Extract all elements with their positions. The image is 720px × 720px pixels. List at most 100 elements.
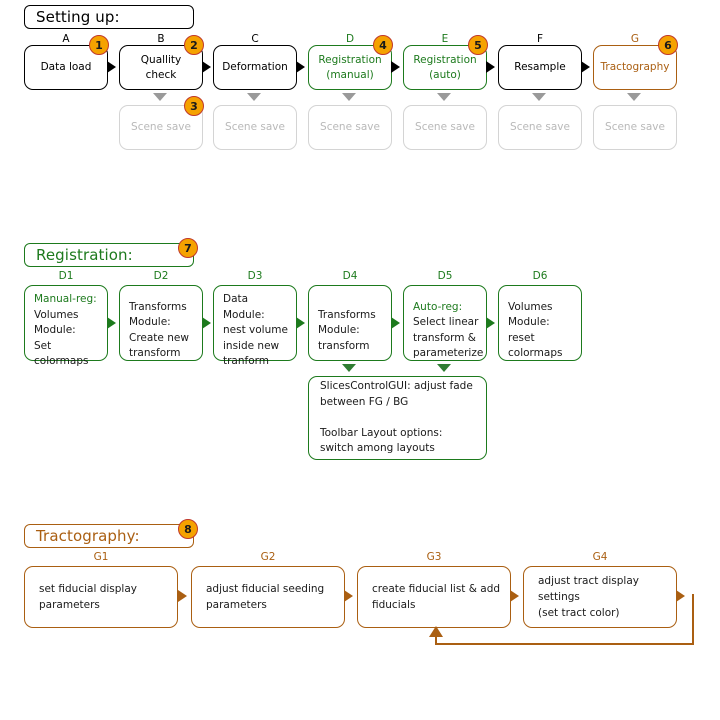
step-box-g-label: Tractography [600,61,670,73]
down-arrow-f-scene-save [532,93,546,101]
section-header-setting-up: Setting up: [24,5,194,29]
scene-save-box-d-label: Scene save [320,121,380,133]
reg-box-d2-body: Transforms Module: Create new transform [120,284,202,362]
tract-box-g3[interactable]: create fiducial list & add fiducials [357,566,511,628]
reg-box-d3[interactable]: Data Module: nest volume inside new tran… [213,285,297,367]
column-label-g: G [630,33,640,45]
scene-save-box-g[interactable]: Scene save [593,105,677,150]
connector-arrow-e-f [486,61,495,73]
down-arrow-d-scene-save [342,93,356,101]
badge-3[interactable]: 3 [184,96,204,116]
column-label-g3: G3 [426,551,442,563]
tract-box-g4[interactable]: adjust tract display settings (set tract… [523,566,677,628]
reg-box-d2-label: Transforms Module: Create new transform [129,300,189,360]
connector-arrow-c-d [296,61,305,73]
connector-arrow-g1-g2 [178,590,187,602]
down-arrow-e-scene-save [437,93,451,101]
connector-arrow-g3-g4 [510,590,519,602]
tract-box-g3-label: create fiducial list & add fiducials [372,583,501,611]
scene-save-box-f[interactable]: Scene save [498,105,582,150]
column-label-d4: D4 [342,270,358,282]
down-arrow-g-scene-save [627,93,641,101]
down-arrow-d5-note [437,364,451,372]
connector-arrow-b-c [202,61,211,73]
step-box-b-label: Quallity check [140,53,182,81]
scene-save-box-f-label: Scene save [510,121,570,133]
column-label-a: A [62,33,70,45]
column-label-d5: D5 [437,270,453,282]
step-box-d[interactable]: Registration (manual) [308,45,392,90]
scene-save-box-c[interactable]: Scene save [213,105,297,150]
tract-box-g2[interactable]: adjust fiducial seeding parameters [191,566,345,628]
badge-4[interactable]: 4 [373,35,393,55]
reg-box-d6-body: Volumes Module: reset colormaps [499,284,581,362]
step-box-d-label: Registration (manual) [318,53,382,81]
reg-box-d1-body: Manual-reg: Volumes Module: Set colormaps [25,277,107,370]
step-box-f-label: Resample [514,61,566,73]
reg-box-d4-label: Transforms Module: transform [318,308,376,352]
reg-box-d6[interactable]: Volumes Module: reset colormaps [498,285,582,361]
scene-save-box-b-label: Scene save [131,121,191,133]
scene-save-box-g-label: Scene save [605,121,665,133]
scene-save-box-e[interactable]: Scene save [403,105,487,150]
badge-7[interactable]: 7 [178,238,198,258]
step-box-e-label: Registration (auto) [413,53,477,81]
column-label-d2: D2 [153,270,169,282]
reg-box-d5-highlight: Auto-reg: [413,300,463,313]
reg-box-d1-highlight: Manual-reg: [34,293,97,305]
connector-arrow-d5-d6 [486,317,495,329]
connector-arrow-d4-d5 [391,317,400,329]
badge-8[interactable]: 8 [178,519,198,539]
badge-2[interactable]: 2 [184,35,204,55]
step-box-a-label: Data load [40,61,92,73]
loop-segment-horizontal [435,643,694,645]
reg-box-d4[interactable]: Transforms Module: transform [308,285,392,361]
section-header-registration: Registration: [24,243,194,267]
badge-6[interactable]: 6 [658,35,678,55]
column-label-b: B [157,33,165,45]
step-box-f[interactable]: Resample [498,45,582,90]
section-title-tractography: Tractography: [36,527,140,545]
reg-box-d1[interactable]: Manual-reg: Volumes Module: Set colormaps [24,285,108,367]
connector-arrow-f-g [581,61,590,73]
down-arrow-c-scene-save [247,93,261,101]
reg-note-box[interactable]: SlicesControlGUI: adjust fade between FG… [308,376,487,460]
column-label-d1: D1 [58,270,74,282]
down-arrow-b-scene-save [153,93,167,101]
reg-box-d5[interactable]: Auto-reg: Select linear transform & param… [403,285,487,361]
reg-box-d5-label: Select linear transform & parameterize [413,316,484,360]
column-label-g4: G4 [592,551,608,563]
badge-1[interactable]: 1 [89,35,109,55]
loop-segment-vertical-right [692,594,694,645]
column-label-g2: G2 [260,551,276,563]
scene-save-box-e-label: Scene save [415,121,475,133]
connector-arrow-d-e [391,61,400,73]
down-arrow-d4-note [342,364,356,372]
tract-box-g2-label: adjust fiducial seeding parameters [206,583,325,611]
reg-box-d3-body: Data Module: nest volume inside new tran… [214,277,296,370]
column-label-g1: G1 [93,551,109,563]
column-label-d3: D3 [247,270,263,282]
connector-arrow-d1-d2 [107,317,116,329]
column-label-e: E [441,33,449,45]
connector-arrow-a-b [107,61,116,73]
connector-arrow-g4-loop [676,590,685,602]
section-title-setting-up: Setting up: [36,8,120,26]
loop-segment-vertical-left [435,635,437,645]
scene-save-box-d[interactable]: Scene save [308,105,392,150]
tract-box-g4-label: adjust tract display settings (set tract… [538,575,639,619]
column-label-f: F [536,33,544,45]
step-box-c[interactable]: Deformation [213,45,297,90]
step-box-c-label: Deformation [222,61,288,73]
scene-save-box-b[interactable]: Scene save [119,105,203,150]
loop-arrow-into-g3 [429,626,443,637]
step-box-b[interactable]: Quallity check [119,45,203,90]
reg-box-d2[interactable]: Transforms Module: Create new transform [119,285,203,361]
badge-5[interactable]: 5 [468,35,488,55]
scene-save-box-c-label: Scene save [225,121,285,133]
reg-box-d1-label: Volumes Module: Set colormaps [34,308,89,368]
connector-arrow-g2-g3 [344,590,353,602]
connector-arrow-d3-d4 [296,317,305,329]
tract-box-g1[interactable]: set fiducial display parameters [24,566,178,628]
column-label-c: C [251,33,259,45]
